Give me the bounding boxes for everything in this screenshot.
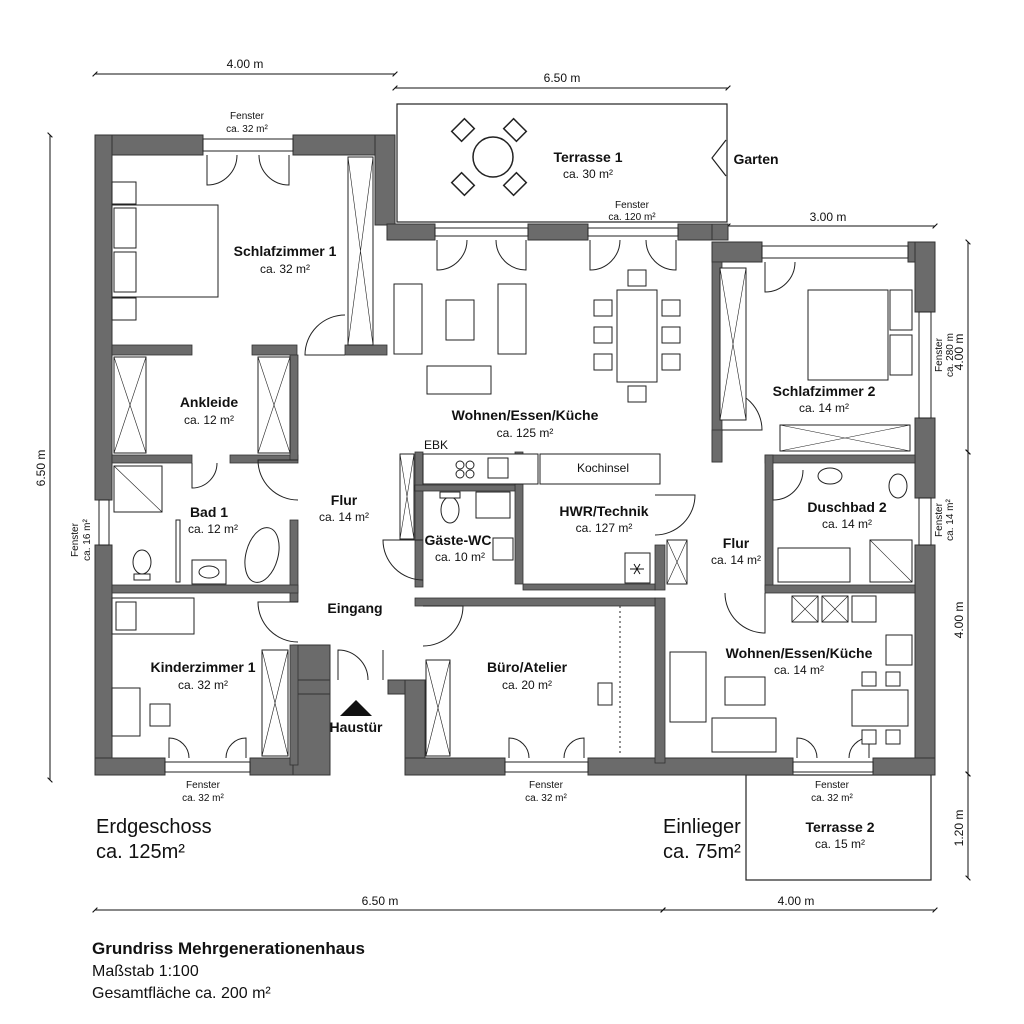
window-label-bottom-einlieger: Fenster bbox=[815, 780, 850, 791]
plan-total-area: Gesamtfläche ca. 200 m² bbox=[92, 985, 271, 1002]
room-area-wohnen-main: ca. 125 m² bbox=[497, 426, 554, 440]
terrace-1-outline bbox=[396, 103, 728, 223]
room-area-kinderzimmer1: ca. 32 m² bbox=[178, 678, 228, 692]
room-name-flur-einlieger: Flur bbox=[723, 535, 750, 551]
room-name-flur-main: Flur bbox=[331, 492, 358, 508]
window-area-bottom-kids: ca. 32 m² bbox=[182, 793, 224, 804]
terrace-2-outline bbox=[745, 774, 932, 881]
room-area-hwr: ca. 127 m² bbox=[576, 521, 633, 535]
room-name-schlafzimmer2: Schlafzimmer 2 bbox=[773, 383, 876, 399]
dim-left-side: 6.50 m bbox=[34, 450, 48, 487]
room-name-terrasse2: Terrasse 2 bbox=[805, 819, 874, 835]
plan-title: Grundriss Mehrgenerationenhaus bbox=[92, 939, 365, 958]
dim-right-side-3: 1.20 m bbox=[952, 810, 966, 847]
room-name-schlafzimmer1: Schlafzimmer 1 bbox=[234, 243, 337, 259]
window-area-top-left: ca. 32 m² bbox=[226, 124, 268, 135]
dimension-lines bbox=[47, 71, 971, 913]
room-name-haustuer: Haustür bbox=[330, 719, 383, 735]
room-area-schlafzimmer1: ca. 32 m² bbox=[260, 262, 310, 276]
window-area-left-bath: ca. 16 m² bbox=[82, 518, 93, 560]
room-area-wohnen-einlieger: ca. 14 m² bbox=[774, 663, 824, 677]
room-area-schlafzimmer2: ca. 14 m² bbox=[799, 401, 849, 415]
room-name-gaeste-wc: Gäste-WC bbox=[425, 532, 492, 548]
furniture bbox=[111, 156, 913, 757]
zone-einlieger-area: ca. 75m² bbox=[663, 841, 741, 863]
technik-symbol-icon bbox=[630, 563, 644, 575]
room-name-hwr: HWR/Technik bbox=[559, 503, 648, 519]
room-name-duschbad2: Duschbad 2 bbox=[807, 499, 887, 515]
room-area-gaeste-wc: ca. 10 m² bbox=[435, 550, 485, 564]
dim-right-side-2: 4.00 m bbox=[952, 602, 966, 639]
window-label-bottom-office: Fenster bbox=[529, 780, 564, 791]
window-label-right-bath: Fenster bbox=[934, 502, 945, 537]
room-name-terrasse1: Terrasse 1 bbox=[553, 149, 622, 165]
dim-right-side-1: 4.00 m bbox=[952, 334, 966, 371]
entrance-arrow-icon bbox=[340, 700, 372, 716]
window-area-bottom-einlieger: ca. 32 m² bbox=[811, 793, 853, 804]
window-label-right-bed: Fenster bbox=[934, 337, 945, 372]
garden-door-icon bbox=[711, 139, 727, 177]
room-area-flur-einlieger: ca. 14 m² bbox=[711, 553, 761, 567]
room-area-duschbad2: ca. 14 m² bbox=[822, 517, 872, 531]
dim-bottom-right: 4.00 m bbox=[778, 894, 815, 908]
windows bbox=[98, 138, 932, 773]
dim-bottom-left: 6.50 m bbox=[362, 894, 399, 908]
room-area-terrasse2: ca. 15 m² bbox=[815, 837, 865, 851]
dim-right-upper: 3.00 m bbox=[810, 210, 847, 224]
room-name-eingang: Eingang bbox=[327, 600, 382, 616]
plan-scale: Maßstab 1:100 bbox=[92, 963, 199, 980]
window-area-living-top: ca. 120 m² bbox=[608, 212, 656, 223]
terrace-table bbox=[450, 117, 528, 197]
window-label-top-left: Fenster bbox=[230, 111, 265, 122]
interior-walls bbox=[111, 261, 916, 766]
window-area-right-bath: ca. 14 m² bbox=[945, 498, 956, 540]
window-area-bottom-office: ca. 32 m² bbox=[525, 793, 567, 804]
room-area-bad1: ca. 12 m² bbox=[188, 522, 238, 536]
zone-erdgeschoss-area: ca. 125m² bbox=[96, 841, 185, 863]
room-name-wohnen-main: Wohnen/Essen/Küche bbox=[452, 407, 599, 423]
room-area-ankleide: ca. 12 m² bbox=[184, 413, 234, 427]
room-name-ebk: EBK bbox=[424, 438, 448, 452]
room-area-terrasse1: ca. 30 m² bbox=[563, 167, 613, 181]
window-area-right-bed: ca. 280 m bbox=[945, 333, 956, 377]
room-name-ankleide: Ankleide bbox=[180, 394, 239, 410]
dim-top-center: 6.50 m bbox=[544, 71, 581, 85]
room-name-garten: Garten bbox=[733, 151, 778, 167]
room-area-flur-main: ca. 14 m² bbox=[319, 510, 369, 524]
room-name-wohnen-einlieger: Wohnen/Essen/Küche bbox=[726, 645, 873, 661]
outer-walls bbox=[94, 134, 936, 776]
window-label-living-top: Fenster bbox=[615, 200, 650, 211]
zone-erdgeschoss-name: Erdgeschoss bbox=[96, 816, 212, 838]
window-label-bottom-kids: Fenster bbox=[186, 780, 221, 791]
room-name-bad1: Bad 1 bbox=[190, 504, 228, 520]
window-label-left-bath: Fenster bbox=[70, 522, 81, 557]
room-labels: Schlafzimmer 1 ca. 32 m² Wohnen/Essen/Kü… bbox=[150, 243, 886, 735]
room-name-kinderzimmer1: Kinderzimmer 1 bbox=[150, 659, 255, 675]
room-area-buero: ca. 20 m² bbox=[502, 678, 552, 692]
zone-einlieger-name: Einlieger bbox=[663, 816, 741, 838]
room-name-kochinsel: Kochinsel bbox=[577, 461, 629, 475]
dim-top-left: 4.00 m bbox=[227, 57, 264, 71]
room-name-buero: Büro/Atelier bbox=[487, 659, 568, 675]
